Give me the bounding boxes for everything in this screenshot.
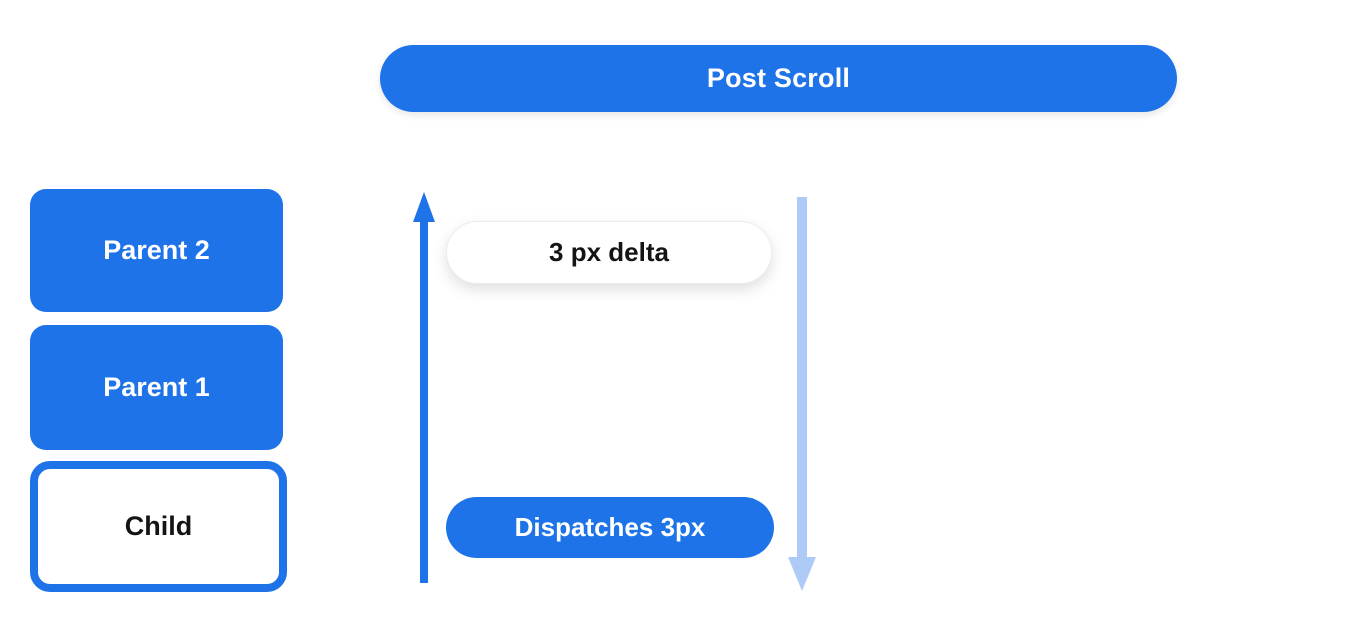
parent1-box-label: Parent 1 <box>103 372 210 402</box>
parent2-box-label: Parent 2 <box>103 235 210 265</box>
parent1-box: Parent 1 <box>30 325 283 450</box>
delta-label: 3 px delta <box>549 237 669 267</box>
post-scroll-banner-label: Post Scroll <box>706 63 851 93</box>
child-box: Child <box>30 461 287 592</box>
post-scroll-banner: Post Scroll <box>380 45 1177 112</box>
dispatch-label-pill: Dispatches 3px <box>446 497 774 558</box>
parent2-box: Parent 2 <box>30 189 283 312</box>
dispatch-label: Dispatches 3px <box>514 512 706 542</box>
child-box-label: Child <box>124 511 193 541</box>
delta-label-pill: 3 px delta <box>446 221 772 284</box>
scroll-up-arrow-icon <box>413 192 435 583</box>
scroll-down-arrow-icon <box>788 197 816 591</box>
